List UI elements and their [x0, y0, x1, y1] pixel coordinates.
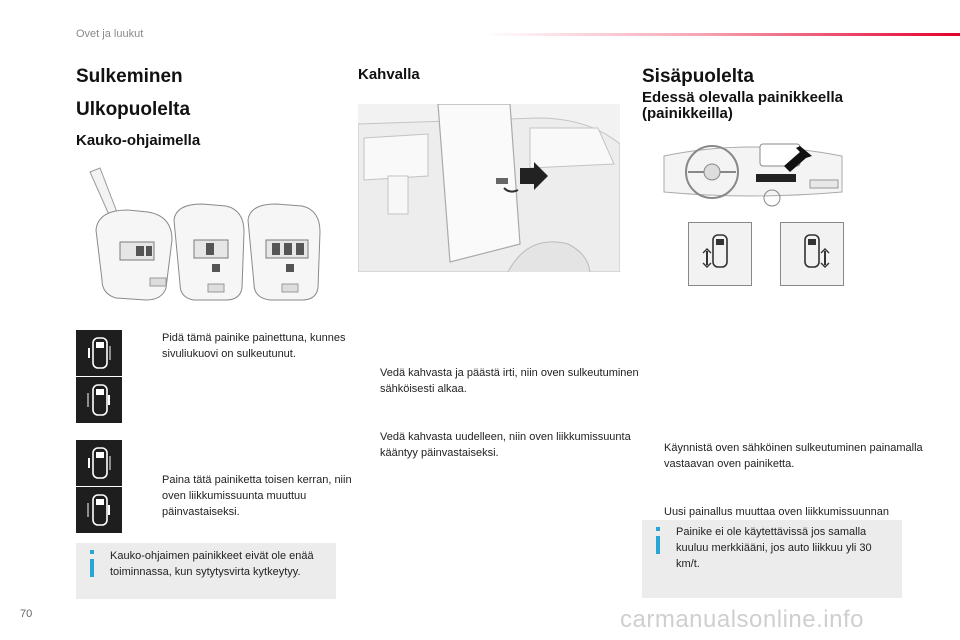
- section-header: Ovet ja luukut: [76, 28, 144, 40]
- info-icon: [90, 550, 94, 577]
- dashboard-illustration: [660, 136, 846, 216]
- handle-instruction-2-text: Vedä kahvasta uudelleen, niin oven liikk…: [380, 431, 631, 459]
- header-accent-line: [484, 33, 960, 36]
- cabin-door-button-left[interactable]: [688, 222, 752, 286]
- handle-instruction-2: Vedä kahvasta uudelleen, niin oven liikk…: [358, 429, 642, 461]
- info-icon: [656, 527, 660, 554]
- watermark: carmanualsonline.info: [620, 606, 864, 633]
- section-title-handle: Kahvalla: [358, 66, 420, 83]
- remote-instruction-1-text: Pidä tämä painike painettuna, kunnes siv…: [162, 332, 346, 360]
- section-title-outside: Ulkopuolelta: [76, 99, 191, 120]
- info-note-inside: Painike ei ole käytettävissä jos samalla…: [642, 520, 902, 598]
- page-number: 70: [20, 608, 33, 620]
- remote-instruction-2-text: Paina tätä painiketta toisen kerran, nii…: [162, 474, 352, 518]
- remote-sliding-door-left-icon: [76, 377, 122, 423]
- remote-sliding-door-left-icon-2: [76, 487, 122, 533]
- remote-keys-illustration: [76, 160, 334, 318]
- cabin-door-button-right[interactable]: [780, 222, 844, 286]
- subsection-title-front-buttons: Edessä olevalla painikkeella (painikkeil…: [642, 89, 843, 122]
- subsection-title-remote: Kauko-ohjaimella: [76, 132, 201, 149]
- info-note-remote-text: Kauko-ohjaimen painikkeet eivät ole enää…: [110, 550, 314, 578]
- section-title-inside: Sisäpuolelta: [642, 66, 754, 87]
- van-sliding-door-illustration: [358, 104, 620, 272]
- remote-sliding-door-right-icon-2: [76, 440, 122, 486]
- inside-instruction-1-text: Käynnistä oven sähköinen sulkeutuminen p…: [664, 442, 923, 470]
- remote-instruction-2: Paina tätä painiketta toisen kerran, nii…: [140, 472, 358, 520]
- remote-sliding-door-right-icon: [76, 330, 122, 376]
- inside-instruction-1: Käynnistä oven sähköinen sulkeutuminen p…: [642, 440, 924, 472]
- info-note-remote: Kauko-ohjaimen painikkeet eivät ole enää…: [76, 543, 336, 599]
- page-title: Sulkeminen: [76, 66, 183, 87]
- info-note-inside-text: Painike ei ole käytettävissä jos samalla…: [676, 526, 872, 570]
- remote-instruction-1: Pidä tämä painike painettuna, kunnes siv…: [140, 330, 358, 362]
- handle-instruction-1: Vedä kahvasta ja päästä irti, niin oven …: [358, 365, 642, 397]
- handle-instruction-1-text: Vedä kahvasta ja päästä irti, niin oven …: [380, 367, 639, 395]
